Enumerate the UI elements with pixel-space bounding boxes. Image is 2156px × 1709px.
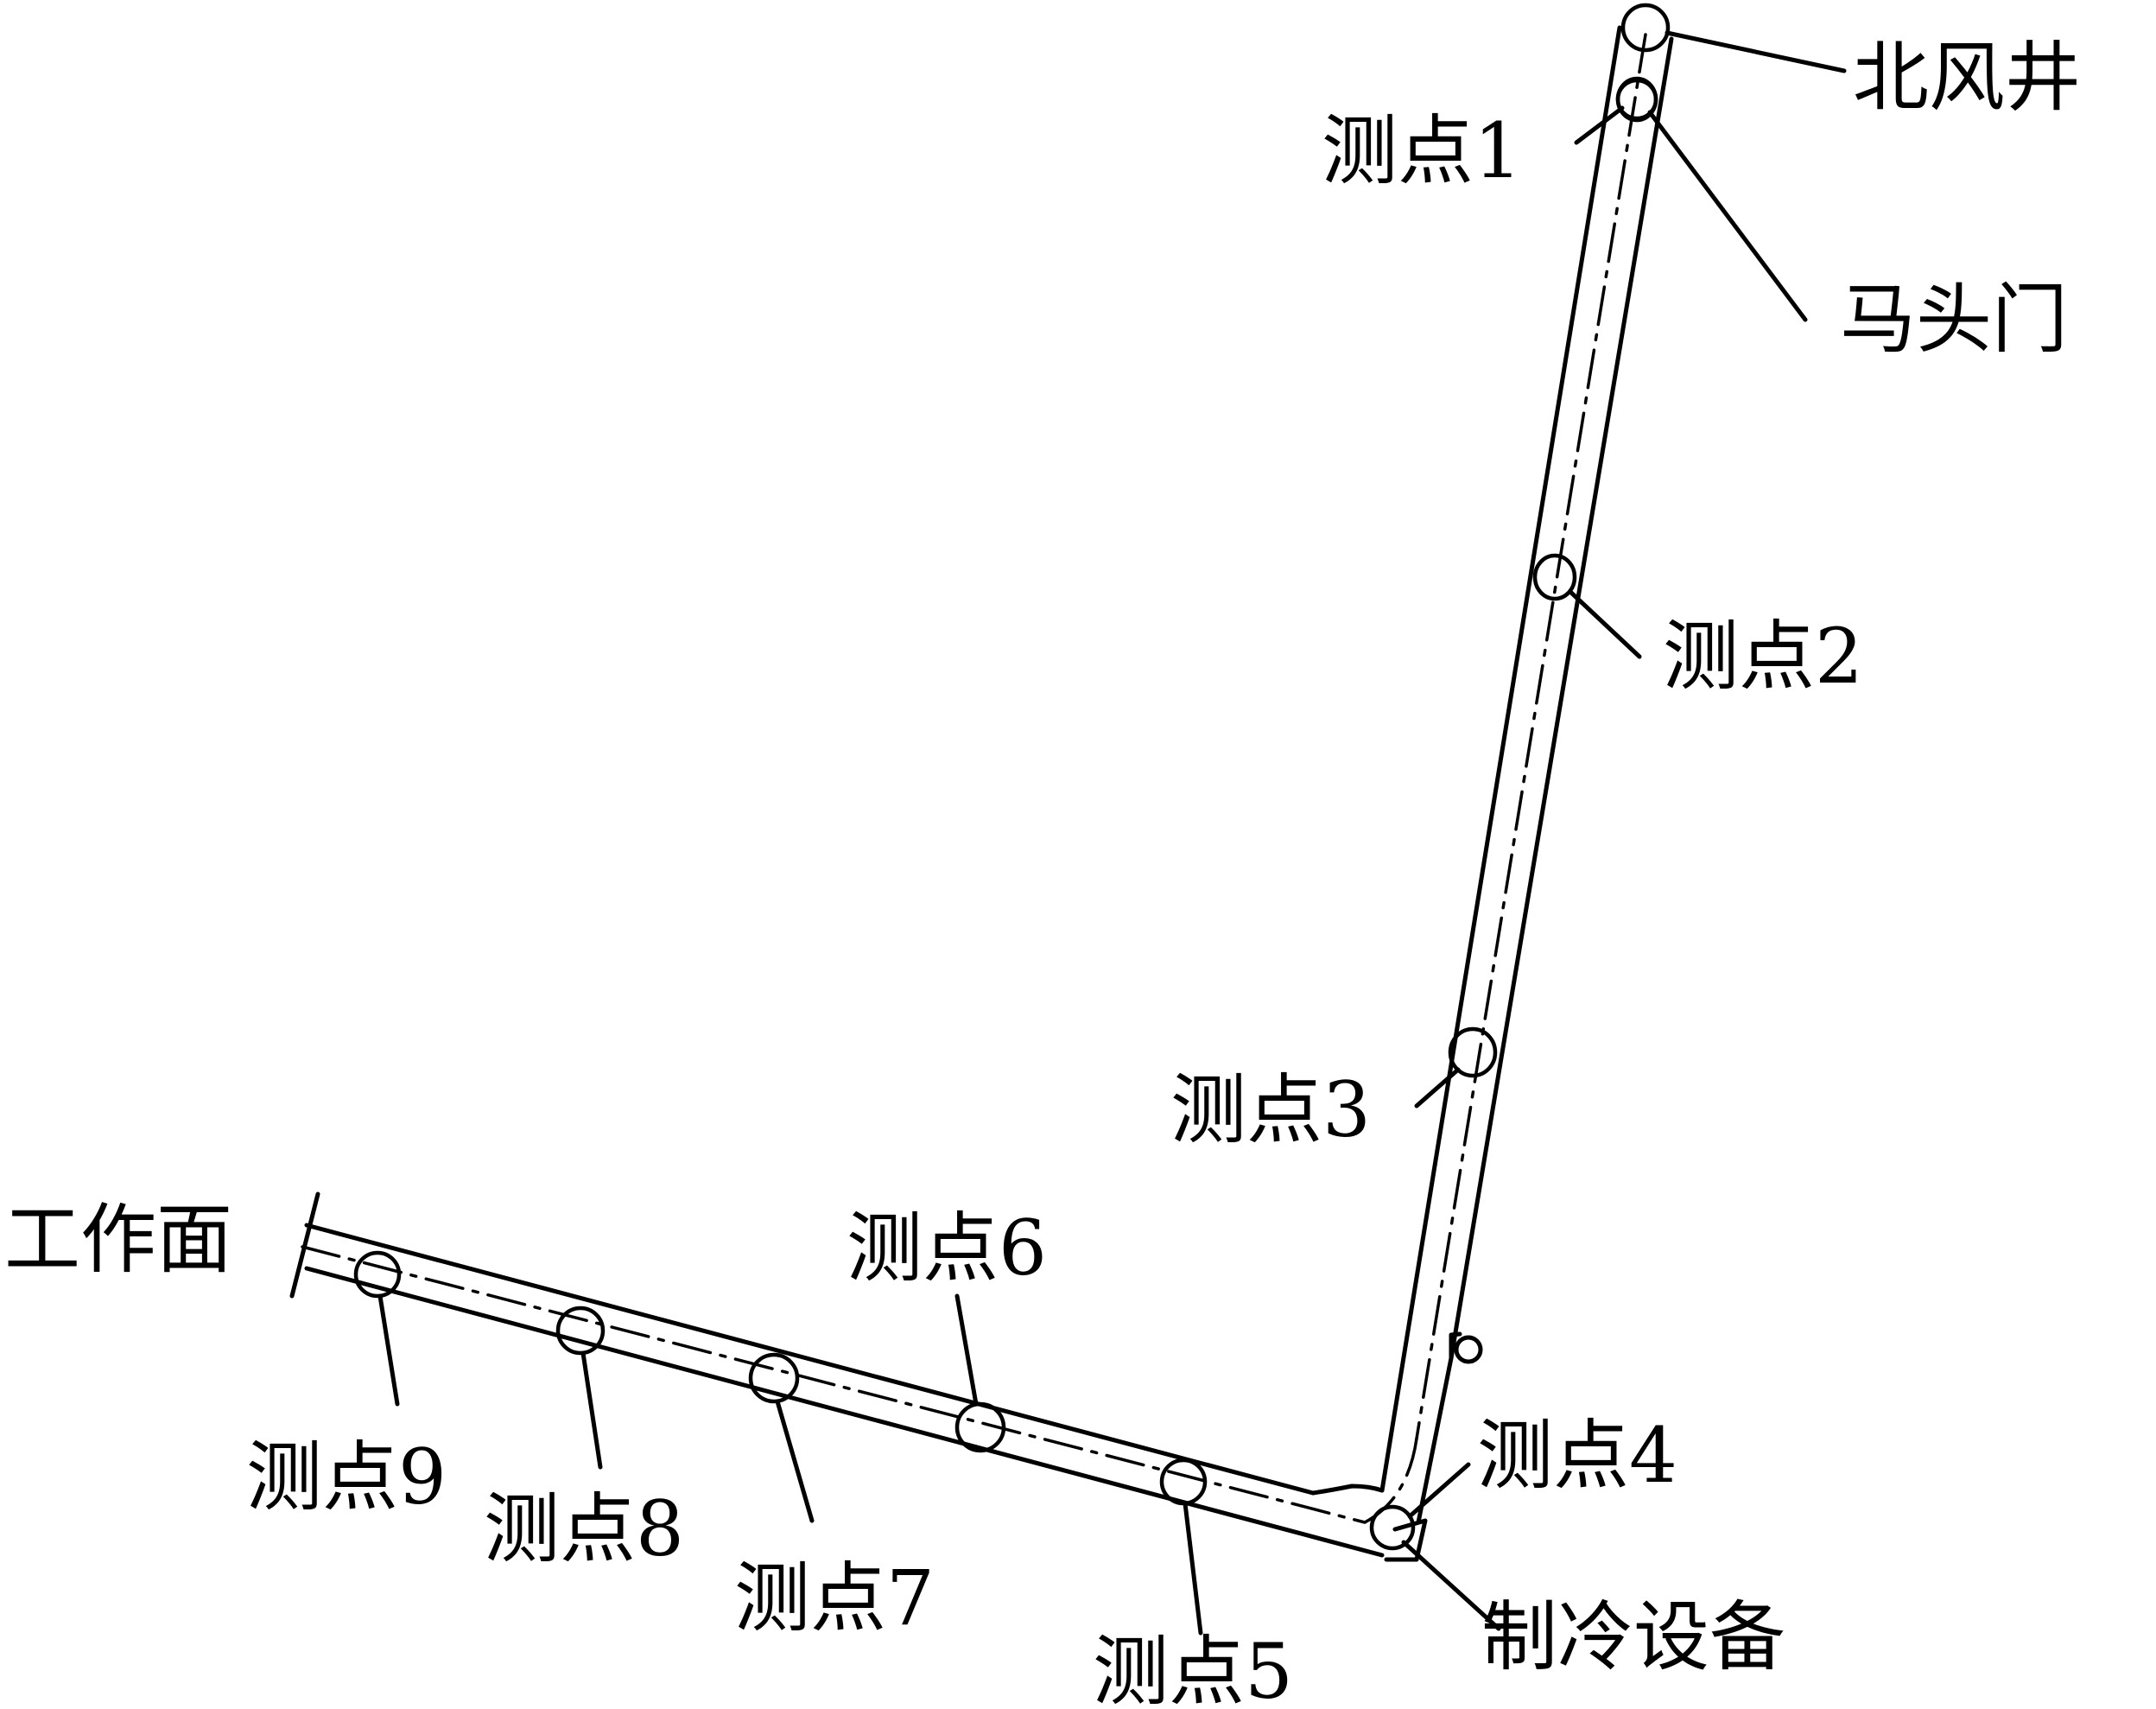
measure-point-2-leader	[1568, 589, 1642, 659]
north-tunnel-right-wall	[1416, 36, 1674, 1525]
measure-point-5-label: 测点5	[1093, 1627, 1293, 1709]
measure-point-9-label: 测点9	[246, 1433, 447, 1522]
leader-lines	[377, 30, 1847, 1636]
text-labels: 北风井 马头门 测点1 测点2 测点3 测点4 制冷设备 测点5 测点6 测点7…	[4, 33, 2081, 1709]
measure-point-2-label: 测点2	[1663, 612, 1863, 701]
measure-point-6-label: 测点6	[847, 1204, 1047, 1293]
measure-point-3-leader	[1414, 1067, 1461, 1109]
side-niche-circle	[1454, 1335, 1483, 1364]
working-face-label: 工作面	[4, 1195, 232, 1284]
measure-point-4-label: 测点4	[1477, 1411, 1677, 1500]
measure-point-1-label: 测点1	[1322, 106, 1522, 195]
measure-point-4-leader	[1407, 1462, 1471, 1519]
measure-point-9-leader	[377, 1293, 400, 1407]
working-face-end-line	[289, 1191, 320, 1299]
measure-point-6-leader	[954, 1293, 979, 1407]
tunnel-corner-inner-wall	[1310, 1483, 1385, 1496]
measure-point-8-label: 测点8	[484, 1484, 684, 1573]
west-tunnel-lower-wall	[304, 1266, 1385, 1558]
north-shaft-circle	[1620, 3, 1671, 53]
measure-point-3-label: 测点3	[1170, 1065, 1371, 1154]
refrigeration-equipment-label: 制冷设备	[1481, 1592, 1785, 1681]
north-shaft-label: 北风井	[1853, 33, 2081, 122]
west-tunnel-centerline	[301, 1245, 1367, 1524]
measure-point-4-marker	[1369, 1504, 1416, 1551]
north-shaft-leader	[1665, 30, 1847, 73]
measure-point-markers	[353, 76, 1658, 1551]
refrigeration-box	[1384, 1518, 1428, 1562]
measure-point-6-marker	[954, 1401, 1006, 1453]
measure-point-7-label: 测点7	[734, 1553, 935, 1642]
tunnel-centerlines	[301, 33, 1647, 1524]
west-tunnel-upper-wall	[304, 1223, 1316, 1496]
measure-point-5-leader	[1183, 1501, 1203, 1636]
measure-point-7-leader	[775, 1399, 815, 1523]
horse-head-door-label: 马头门	[1840, 275, 2068, 364]
measure-point-8-leader	[580, 1350, 603, 1470]
measure-point-1-leader	[1574, 105, 1625, 145]
measure-point-7-marker	[748, 1352, 800, 1404]
north-tunnel-centerline	[1415, 33, 1647, 1440]
horse-head-door-leader	[1647, 110, 1808, 322]
measure-point-2-marker	[1532, 553, 1577, 601]
tunnel-walls	[289, 25, 1674, 1562]
measure-point-9-marker	[353, 1250, 402, 1299]
north-tunnel-left-wall	[1379, 25, 1622, 1493]
refrigeration-equipment-leader	[1401, 1540, 1501, 1631]
measure-point-5-marker	[1159, 1458, 1208, 1506]
measure-point-1-marker	[1615, 76, 1658, 123]
measure-point-3-marker	[1448, 1026, 1498, 1078]
measure-point-8-marker	[555, 1306, 606, 1356]
side-niche	[1449, 1331, 1462, 1361]
